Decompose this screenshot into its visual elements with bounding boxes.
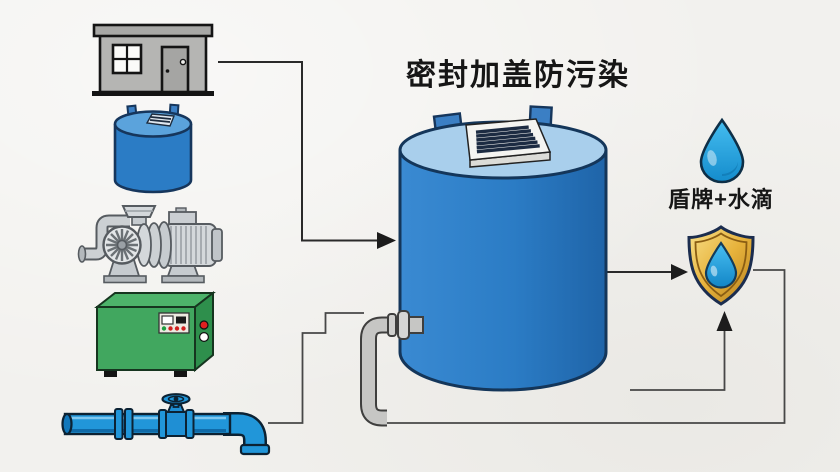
connector-house-to-tank bbox=[218, 61, 378, 242]
drain-pipe-icon bbox=[360, 310, 424, 427]
connector-pipe-to-tank-inlet bbox=[268, 312, 364, 424]
arrowhead-up-into-shield bbox=[716, 311, 733, 331]
arrowhead-into-tank bbox=[377, 232, 396, 249]
valve bbox=[158, 393, 195, 439]
shield-icon bbox=[687, 225, 755, 306]
house-door bbox=[160, 45, 190, 94]
diagram-title: 密封加盖防污染 bbox=[406, 59, 630, 92]
pipe-coupling bbox=[114, 408, 124, 440]
small-water-tank-icon bbox=[113, 103, 193, 194]
shield-caption: 盾牌+水滴 bbox=[668, 187, 774, 212]
connector-shield-loop bbox=[376, 269, 786, 424]
tank-lid-grate bbox=[465, 118, 552, 168]
house-icon bbox=[92, 23, 214, 96]
pipe-outlet-flange bbox=[239, 443, 271, 456]
drain-pipe-flange bbox=[387, 313, 397, 337]
red-button bbox=[199, 320, 209, 330]
water-drop-icon bbox=[699, 117, 745, 184]
white-button bbox=[198, 331, 209, 342]
water-pump-icon bbox=[77, 205, 223, 284]
main-tank-icon bbox=[398, 105, 608, 392]
shield-drop bbox=[704, 241, 738, 289]
arrowhead-into-shield bbox=[671, 264, 688, 280]
pipe-valve-icon bbox=[61, 393, 271, 456]
control-box-icon bbox=[94, 290, 216, 377]
connector-tank-to-shield-bottom bbox=[630, 330, 726, 391]
